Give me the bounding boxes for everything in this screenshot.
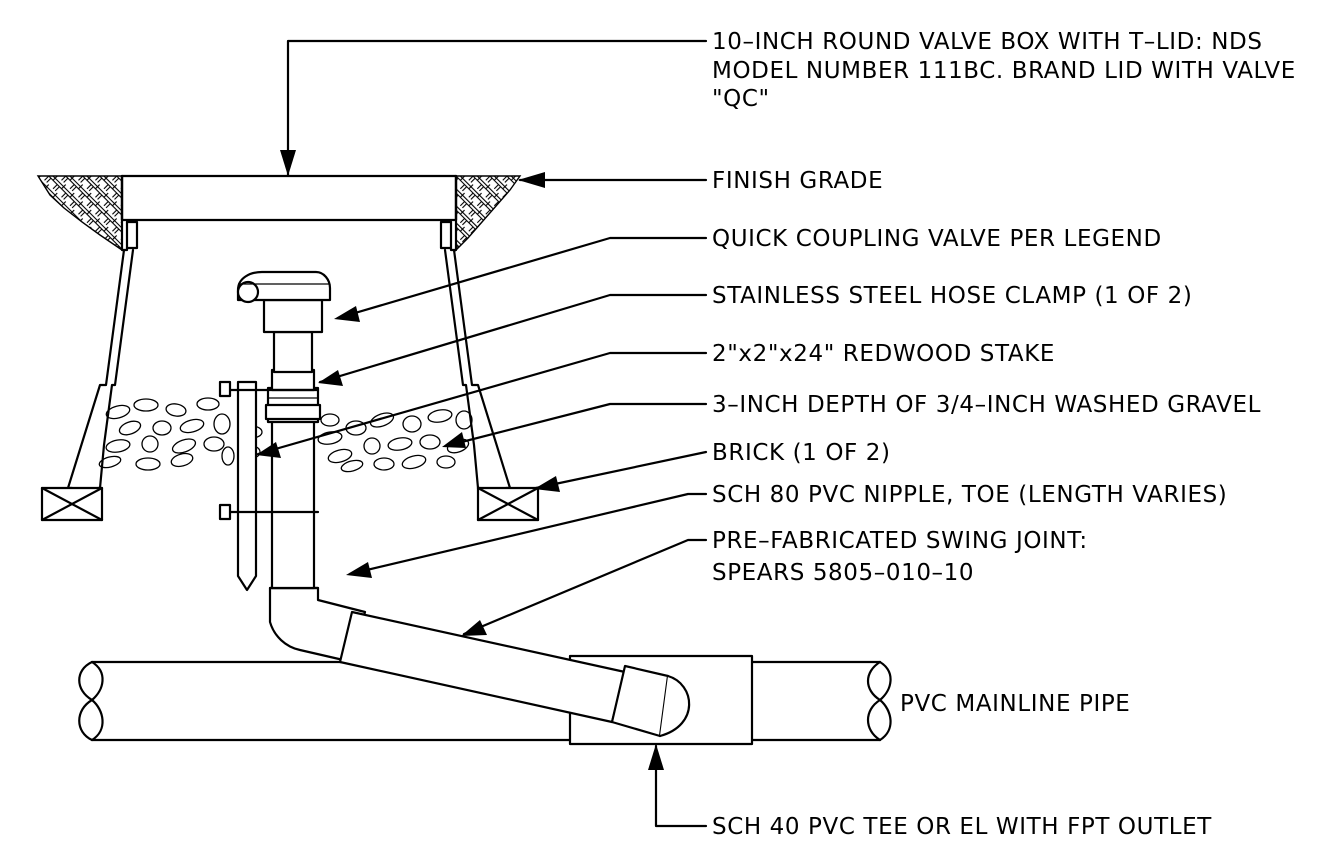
brick-right bbox=[476, 486, 540, 522]
label-finish-grade: FINISH GRADE bbox=[712, 168, 883, 194]
label-gravel: 3–INCH DEPTH OF 3/4–INCH WASHED GRAVEL bbox=[712, 392, 1261, 418]
swing-joint bbox=[268, 586, 691, 738]
callout-labels: 10–INCH ROUND VALVE BOX WITH T–LID: NDS … bbox=[712, 29, 1296, 840]
label-mainline: PVC MAINLINE PIPE bbox=[900, 691, 1130, 717]
label-swing-joint-2: SPEARS 5805–010–10 bbox=[712, 560, 974, 586]
leader-lines bbox=[256, 39, 708, 828]
quick-coupling-valve bbox=[236, 270, 332, 590]
label-hose-clamp: STAINLESS STEEL HOSE CLAMP (1 OF 2) bbox=[712, 283, 1192, 309]
brick-left bbox=[40, 486, 104, 522]
redwood-stake bbox=[218, 380, 320, 592]
soil-hatch bbox=[36, 175, 522, 252]
label-tee: SCH 40 PVC TEE OR EL WITH FPT OUTLET bbox=[712, 814, 1212, 840]
washed-gravel bbox=[98, 397, 473, 473]
label-redwood-stake: 2"x2"x24" REDWOOD STAKE bbox=[712, 341, 1055, 367]
label-valve-box-1: 10–INCH ROUND VALVE BOX WITH T–LID: NDS bbox=[712, 29, 1263, 55]
label-swing-joint-1: PRE–FABRICATED SWING JOINT: bbox=[712, 528, 1088, 554]
label-nipple: SCH 80 PVC NIPPLE, TOE (LENGTH VARIES) bbox=[712, 482, 1227, 508]
label-valve-box-2: MODEL NUMBER 111BC. BRAND LID WITH VALVE bbox=[712, 58, 1296, 84]
label-valve-box-3: "QC" bbox=[712, 86, 770, 112]
label-brick: BRICK (1 OF 2) bbox=[712, 440, 891, 466]
label-quick-coupling: QUICK COUPLING VALVE PER LEGEND bbox=[712, 226, 1162, 252]
